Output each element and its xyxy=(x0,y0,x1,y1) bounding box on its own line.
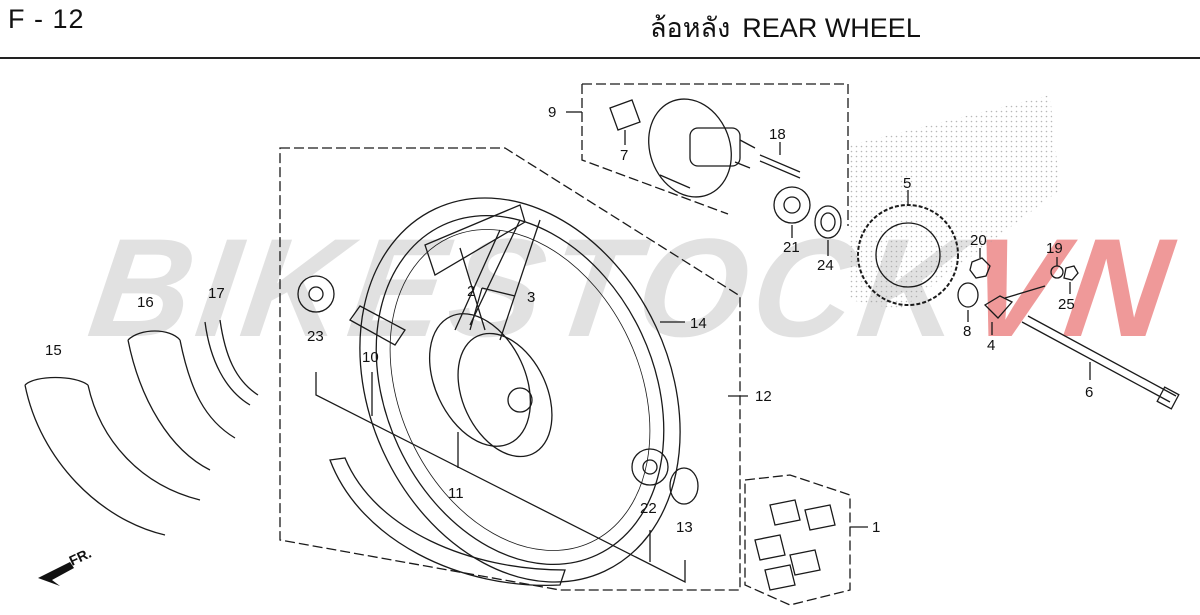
callout-7: 7 xyxy=(620,147,628,164)
page-code: F - 12 xyxy=(8,4,85,34)
bearing-22-inner xyxy=(642,459,658,475)
axle-6 xyxy=(1021,315,1177,403)
rim-tape-lower xyxy=(329,457,566,586)
seal-24 xyxy=(814,205,842,239)
callout-17: 17 xyxy=(208,285,225,302)
flap-17 xyxy=(204,319,259,406)
rim-inner-2 xyxy=(389,229,651,551)
callout-5: 5 xyxy=(903,175,911,192)
callout-4: 4 xyxy=(987,337,995,354)
callout-18: 18 xyxy=(769,126,786,143)
callout-21: 21 xyxy=(783,239,800,256)
stipple-area xyxy=(850,95,1060,310)
callout-8: 8 xyxy=(963,323,971,340)
wheel-group-box xyxy=(279,147,741,591)
tube-16 xyxy=(127,330,236,471)
oring-13 xyxy=(669,467,699,505)
callout-15: 15 xyxy=(45,342,62,359)
callout-19: 19 xyxy=(1046,240,1063,257)
callout-12: 12 xyxy=(755,388,772,405)
rim-inner xyxy=(375,214,665,566)
collar-8 xyxy=(957,282,979,308)
hub-group-box xyxy=(581,83,849,226)
bearing-21 xyxy=(773,186,811,224)
rim-tape-upper xyxy=(424,204,526,276)
sprocket-5-inner xyxy=(875,222,941,288)
callout-20: 20 xyxy=(970,232,987,249)
callout-25: 25 xyxy=(1058,296,1075,313)
adjuster-4 xyxy=(983,285,1046,319)
hub-9-body xyxy=(689,127,741,167)
callout-6: 6 xyxy=(1085,384,1093,401)
damper-group-box xyxy=(744,474,851,606)
leader-11 xyxy=(315,372,686,584)
axle-6-head xyxy=(1156,386,1180,410)
nut-25 xyxy=(1063,265,1079,281)
callout-13: 13 xyxy=(676,519,693,536)
rim-outer xyxy=(359,197,681,583)
front-label: FR. xyxy=(67,545,94,569)
callout-9: 9 xyxy=(548,104,556,121)
collar-7 xyxy=(609,99,641,131)
nut-20 xyxy=(969,257,991,279)
washer-19 xyxy=(1050,265,1064,279)
seal-24-inner xyxy=(820,212,836,232)
hub-9-bolts xyxy=(659,139,756,189)
callout-24: 24 xyxy=(817,257,834,274)
bearing-21-inner xyxy=(783,196,801,214)
callout-16: 16 xyxy=(137,294,154,311)
leader-2-3 xyxy=(469,287,516,331)
spacer-10 xyxy=(349,305,406,346)
callout-1: 1 xyxy=(872,519,880,536)
callout-11: 11 xyxy=(448,485,464,502)
callout-2: 2 xyxy=(467,283,475,300)
damper-rubbers xyxy=(754,499,836,591)
callout-22: 22 xyxy=(640,500,657,517)
leader-others xyxy=(624,130,1091,380)
title-rule xyxy=(0,57,1200,59)
page-title: ล้อหลัง REAR WHEEL xyxy=(650,6,921,49)
tyre-15 xyxy=(24,376,201,536)
bearing-23 xyxy=(297,275,335,313)
spokes xyxy=(454,219,541,341)
hub-flange xyxy=(428,313,532,447)
stud-18 xyxy=(759,154,801,179)
callout-23: 23 xyxy=(307,328,324,345)
bearing-22 xyxy=(631,448,669,486)
callout-3: 3 xyxy=(527,289,535,306)
hub-drum xyxy=(457,332,553,458)
title-english: REAR WHEEL xyxy=(742,13,921,43)
hub-9-flange xyxy=(648,98,732,198)
callout-10: 10 xyxy=(362,349,379,366)
front-arrow-icon xyxy=(38,562,74,586)
bearing-23-inner xyxy=(308,286,324,302)
title-thai: ล้อหลัง xyxy=(650,13,731,43)
hub-center xyxy=(507,387,533,413)
callout-14: 14 xyxy=(690,315,707,332)
